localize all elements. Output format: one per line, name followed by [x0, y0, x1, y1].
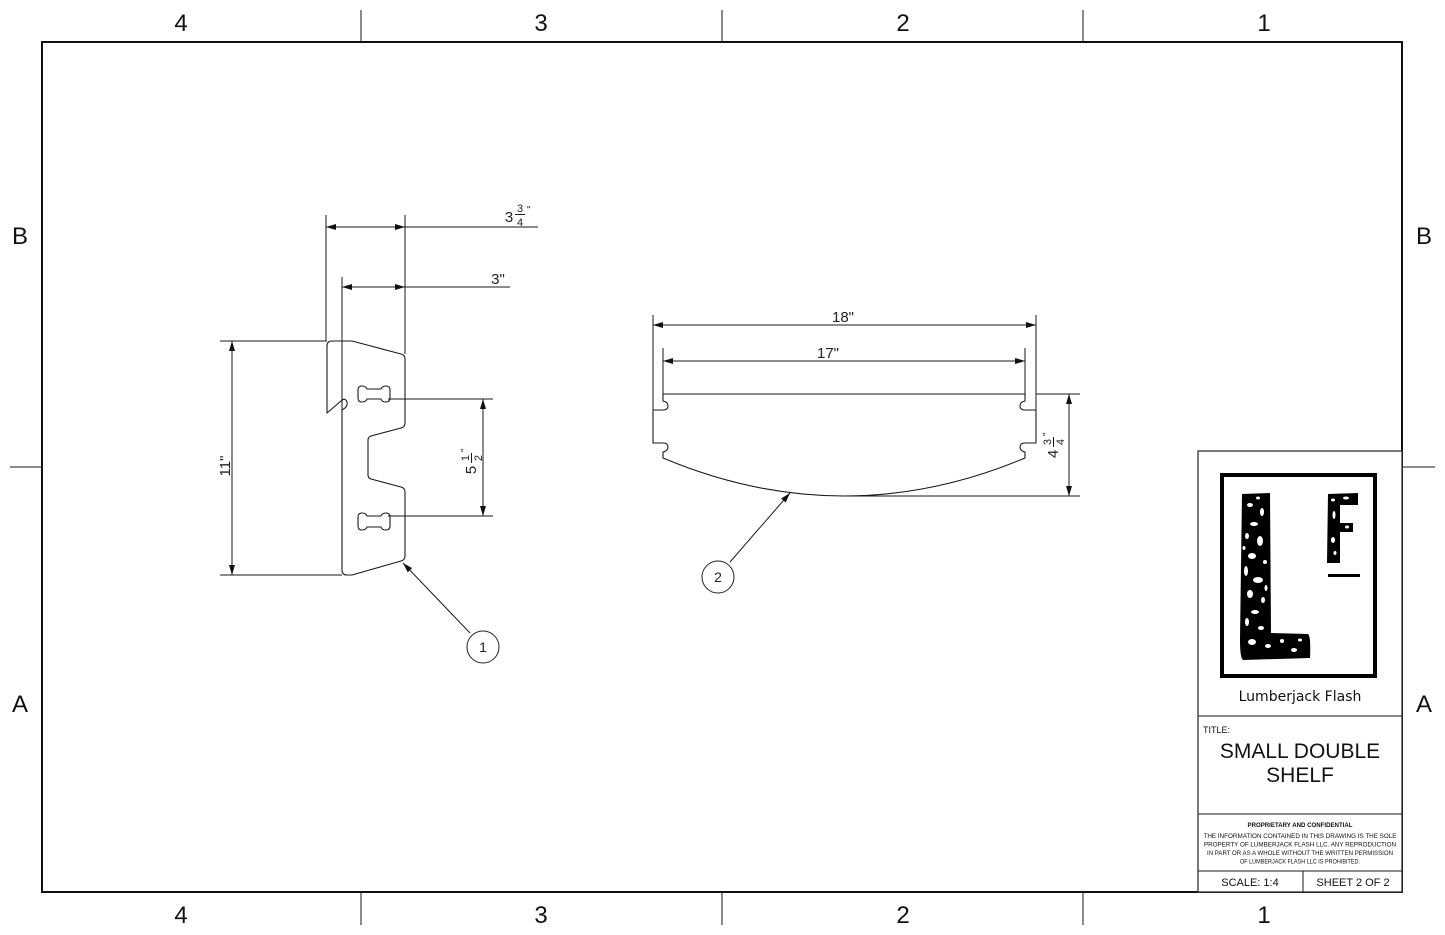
- shelf-board-outline: [652, 393, 1037, 497]
- proprietary-text-line: THE INFORMATION CONTAINED IN THIS DRAWIN…: [1204, 834, 1397, 840]
- zone-column-label: 2: [896, 10, 909, 37]
- dimension-value-numerator: 3: [517, 203, 523, 215]
- dimension-value: 18": [832, 309, 854, 326]
- logo-texture: [1242, 496, 1349, 652]
- dimension-inner-width: 3": [341, 271, 510, 410]
- zone-column-label: 3: [534, 902, 547, 929]
- dimension-value-denominator: 4: [1055, 439, 1067, 445]
- drawing-scale: SCALE: 1:4: [1221, 877, 1278, 889]
- drawing-title-line-1: SMALL DOUBLE: [1220, 740, 1380, 763]
- dimension-unit: ": [1042, 432, 1053, 436]
- zone-column-label: 1: [1257, 10, 1270, 37]
- zone-row-label: B: [12, 223, 28, 250]
- zone-labels-right: B A: [1416, 223, 1432, 718]
- dimension-slot-spacing: 5 1 2 ": [388, 398, 493, 517]
- dimension-value: 11": [217, 456, 234, 477]
- sheet-number: SHEET 2 OF 2: [1316, 877, 1389, 889]
- proprietary-text-line: PROPERTY OF LUMBERJACK FLASH LLC. ANY RE…: [1204, 843, 1396, 849]
- mounting-slot: [357, 512, 391, 531]
- end-panel-view: 3 3 4 " 3" 11": [217, 203, 538, 664]
- company-name: Lumberjack Flash: [1239, 689, 1362, 705]
- dimension-value-whole: 3: [505, 209, 513, 226]
- proprietary-text-line: IN PART OR AS A WHOLE WITHOUT THE WRITTE…: [1207, 851, 1393, 857]
- dimension-overall-width: 3 3 4 ": [325, 203, 538, 354]
- end-panel-outline: [326, 340, 406, 576]
- balloon-number: 2: [714, 569, 722, 585]
- logo-letter-l: [1240, 493, 1311, 660]
- zone-column-label: 4: [174, 902, 187, 929]
- shelf-board-view: 18" 17" 4 3 4 ": [652, 309, 1080, 594]
- zone-row-label: B: [1416, 223, 1432, 250]
- dimension-value-whole: 5: [463, 466, 480, 474]
- proprietary-text-line: OF LUMBERJACK FLASH LLC IS PROHIBITED.: [1240, 860, 1360, 866]
- zone-column-label: 4: [174, 10, 187, 37]
- zone-labels-bottom: 4 3 2 1: [174, 902, 1270, 929]
- zone-row-label: A: [1416, 691, 1432, 718]
- dimension-value-whole: 4: [1045, 450, 1062, 458]
- item-balloon-1: 1: [402, 562, 500, 664]
- dimension-value-numerator: 3: [1042, 439, 1054, 445]
- logo-letter-f: [1327, 493, 1358, 563]
- title-block: Lumberjack Flash TITLE: SMALL DOUBLE SHE…: [1197, 450, 1403, 893]
- drawing-title-line-2: SHELF: [1266, 764, 1334, 787]
- dimension-unit: ": [460, 448, 471, 452]
- proprietary-heading: PROPRIETARY AND CONFIDENTIAL: [1248, 823, 1353, 829]
- dimension-unit: ": [527, 205, 531, 216]
- zone-column-label: 1: [1257, 902, 1270, 929]
- dimension-overall-length: 18": [652, 309, 1037, 410]
- company-logo: [1220, 473, 1377, 678]
- dimension-value-denominator: 4: [517, 217, 523, 229]
- dimension-value: 17": [817, 345, 839, 362]
- dimension-value: 3": [491, 271, 505, 288]
- balloon-number: 1: [479, 639, 487, 655]
- item-balloon-2: 2: [701, 492, 791, 594]
- zone-row-label: A: [12, 691, 28, 718]
- dimension-inner-length: 17": [662, 345, 1026, 394]
- title-label: TITLE:: [1203, 725, 1230, 735]
- zone-labels-top: 4 3 2 1: [174, 10, 1270, 37]
- zone-column-label: 2: [896, 902, 909, 929]
- zone-column-label: 3: [534, 10, 547, 37]
- dimension-value-numerator: 1: [460, 455, 472, 461]
- zone-labels-left: B A: [12, 223, 28, 718]
- mounting-slot: [357, 385, 391, 403]
- dimension-height: 11": [217, 340, 342, 576]
- dimension-value-denominator: 2: [473, 455, 485, 461]
- dimension-depth: 4 3 4 ": [848, 393, 1080, 497]
